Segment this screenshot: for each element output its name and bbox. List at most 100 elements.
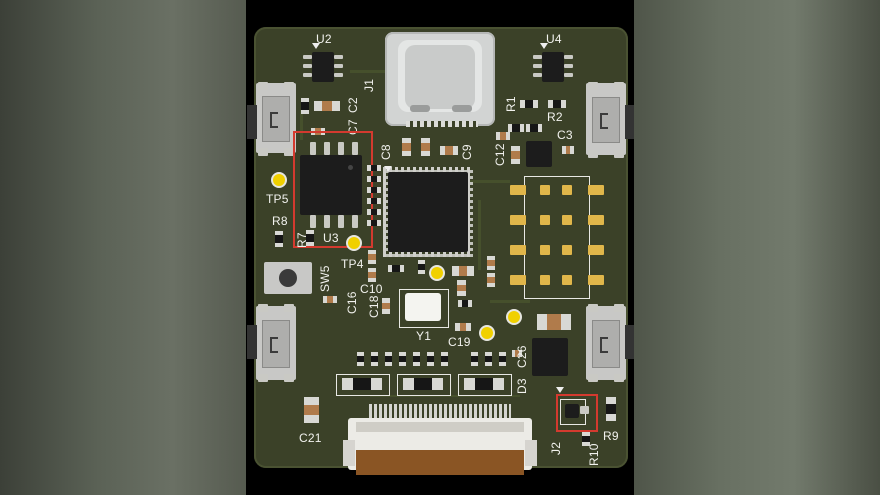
- test-point[interactable]: [431, 267, 443, 279]
- capacitor: [368, 250, 376, 264]
- mcu-chip[interactable]: [388, 172, 468, 252]
- capacitor: [323, 296, 337, 303]
- ref-r8: R8: [272, 214, 288, 228]
- header-pin: [562, 275, 572, 285]
- button-slot-icon: [270, 112, 278, 128]
- diode: [403, 378, 443, 390]
- test-point-tp5[interactable]: [273, 174, 285, 186]
- ref-tp4: TP4: [341, 257, 364, 271]
- pad: [614, 304, 624, 312]
- background-right-blur: [634, 0, 880, 495]
- capacitor: [457, 280, 466, 296]
- button-slot-icon: [600, 337, 608, 353]
- pad: [284, 148, 294, 156]
- ref-c18: C18: [367, 295, 381, 318]
- pin1-marker: [556, 387, 564, 393]
- resistor: [275, 231, 283, 247]
- diode: [464, 378, 504, 390]
- pad: [580, 406, 589, 414]
- ref-j1: J1: [362, 78, 376, 92]
- capacitor: [455, 323, 471, 331]
- usb-c-pins: [406, 121, 478, 127]
- pin1-dot: [348, 165, 353, 170]
- header-pin: [562, 185, 572, 195]
- side-button-cap: [262, 96, 290, 142]
- pad: [303, 55, 312, 59]
- transistor[interactable]: [565, 404, 579, 418]
- resistor-r10: [582, 432, 590, 447]
- crystal-y1: [405, 293, 441, 321]
- capacitor: [402, 138, 411, 157]
- resistor: [413, 352, 420, 367]
- usb-c-slot: [410, 105, 430, 112]
- resistor: [399, 352, 406, 367]
- test-point[interactable]: [508, 311, 520, 323]
- ref-c16: C16: [345, 291, 359, 314]
- pin-header-outline: [524, 176, 590, 299]
- diode: [342, 378, 382, 390]
- resistor: [385, 352, 392, 367]
- ref-d3: D3: [515, 378, 529, 394]
- capacitor: [487, 273, 495, 287]
- resistor: [367, 176, 382, 182]
- pad: [338, 142, 344, 155]
- capacitor: [314, 101, 340, 111]
- header-pin: [510, 185, 526, 195]
- pad: [303, 73, 312, 77]
- pad: [334, 64, 343, 68]
- resistor-r9: [606, 397, 616, 421]
- diode-outline: [336, 374, 390, 396]
- header-pin: [510, 245, 526, 255]
- button-slot-icon: [270, 337, 278, 353]
- chip-small: [526, 141, 552, 167]
- ref-c9: C9: [460, 144, 474, 160]
- capacitor: [496, 132, 510, 140]
- ref-c10: C10: [360, 282, 383, 296]
- ref-c12: C12: [493, 143, 507, 166]
- button-actuator: [247, 105, 257, 139]
- resistor: [526, 124, 542, 132]
- pad: [258, 148, 268, 156]
- pad: [533, 55, 542, 59]
- capacitor: [487, 256, 495, 270]
- capacitor-c21: [304, 397, 319, 423]
- ref-u3: U3: [323, 231, 339, 245]
- pad: [324, 215, 330, 228]
- resistor: [508, 124, 524, 132]
- header-pin: [510, 275, 526, 285]
- pad: [338, 215, 344, 228]
- chip-u2: [312, 52, 334, 82]
- resistor: [418, 260, 425, 275]
- ref-c26: C26: [515, 345, 529, 368]
- ref-tp5: TP5: [266, 192, 289, 206]
- chip-u4: [542, 52, 564, 82]
- header-pin: [588, 275, 604, 285]
- fpc-side-tab: [343, 440, 355, 466]
- ref-sw5: SW5: [318, 265, 332, 292]
- button-actuator: [625, 325, 634, 359]
- crystal-outline: [399, 289, 449, 328]
- capacitor: [382, 298, 390, 314]
- side-button-cap: [592, 97, 620, 143]
- pad: [258, 374, 268, 382]
- pin1-marker: [312, 43, 320, 49]
- resistor: [471, 352, 478, 367]
- pad: [258, 304, 268, 312]
- ref-u2: U2: [316, 32, 332, 46]
- trace: [490, 300, 530, 303]
- trace: [370, 395, 520, 397]
- header-pin: [588, 245, 604, 255]
- test-point-tp4[interactable]: [348, 237, 360, 249]
- ref-r9: R9: [603, 429, 619, 443]
- resistor: [388, 265, 404, 272]
- header-pin: [562, 245, 572, 255]
- resistor: [367, 209, 382, 215]
- capacitor: [440, 146, 459, 155]
- pad: [533, 64, 542, 68]
- ref-r1: R1: [504, 96, 518, 112]
- pad: [284, 304, 294, 312]
- diode-outline: [458, 374, 512, 396]
- chip-u3[interactable]: [300, 155, 362, 215]
- fpc-latch: [356, 422, 524, 432]
- test-point[interactable]: [481, 327, 493, 339]
